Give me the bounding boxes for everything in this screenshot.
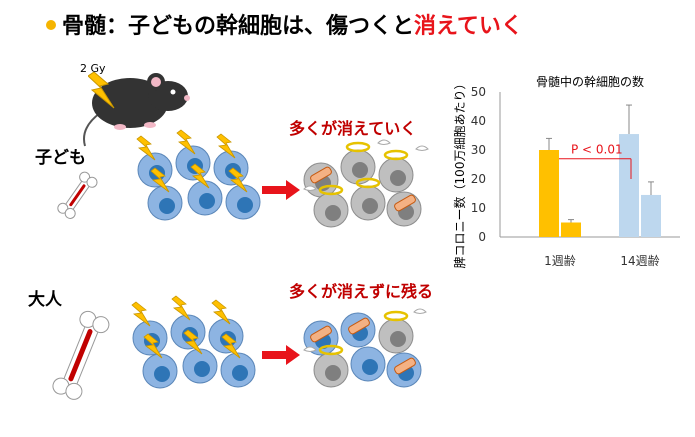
x-tick-label: 1週齢 bbox=[544, 253, 576, 268]
bullet-icon bbox=[46, 20, 56, 30]
arrow-right-icon bbox=[262, 180, 300, 200]
bone-icon bbox=[52, 310, 110, 400]
y-tick-label: 0 bbox=[478, 230, 486, 244]
y-tick-label: 10 bbox=[471, 201, 486, 215]
adult-caption: 多くが消えずに残る bbox=[289, 282, 434, 301]
stem-cell-bar-chart: 骨髄中の幹細胞の数 脾コロニー数（100万細胞あたり） 0 10 20 30 40 50 1… bbox=[452, 74, 680, 269]
mouse-icon bbox=[83, 73, 190, 147]
y-tick-label: 50 bbox=[471, 85, 486, 99]
child-caption: 多くが消えていく bbox=[289, 119, 417, 138]
bar bbox=[561, 222, 581, 237]
child-label: 子ども bbox=[35, 148, 86, 168]
arrow-right-icon bbox=[262, 345, 300, 365]
adult-label: 大人 bbox=[28, 290, 62, 310]
bar bbox=[641, 194, 661, 237]
chart-title: 骨髄中の幹細胞の数 bbox=[536, 74, 644, 89]
lightning-icon bbox=[88, 72, 115, 109]
mixed-cell-cluster-adult bbox=[303, 308, 427, 388]
dead-cell-cluster-child bbox=[303, 139, 429, 228]
bar bbox=[619, 134, 639, 237]
x-tick-label: 14週齢 bbox=[620, 253, 659, 268]
title-highlight: 消えていく bbox=[414, 14, 523, 39]
bone-icon bbox=[57, 171, 98, 219]
stem-cell-cluster-adult bbox=[131, 295, 256, 389]
y-axis-label: 脾コロニー数（100万細胞あたり） bbox=[452, 78, 467, 269]
significance-label: P < 0.01 bbox=[571, 143, 623, 157]
y-tick-label: 40 bbox=[471, 114, 486, 128]
y-tick-label: 30 bbox=[471, 143, 486, 157]
stem-cell-cluster-child bbox=[136, 129, 261, 221]
dose-label: 2 Gy bbox=[80, 62, 106, 75]
y-tick-label: 20 bbox=[471, 172, 486, 186]
bar bbox=[539, 150, 559, 237]
page-title: 骨髄：子どもの幹細胞は、傷つくと消えていく bbox=[62, 14, 523, 39]
